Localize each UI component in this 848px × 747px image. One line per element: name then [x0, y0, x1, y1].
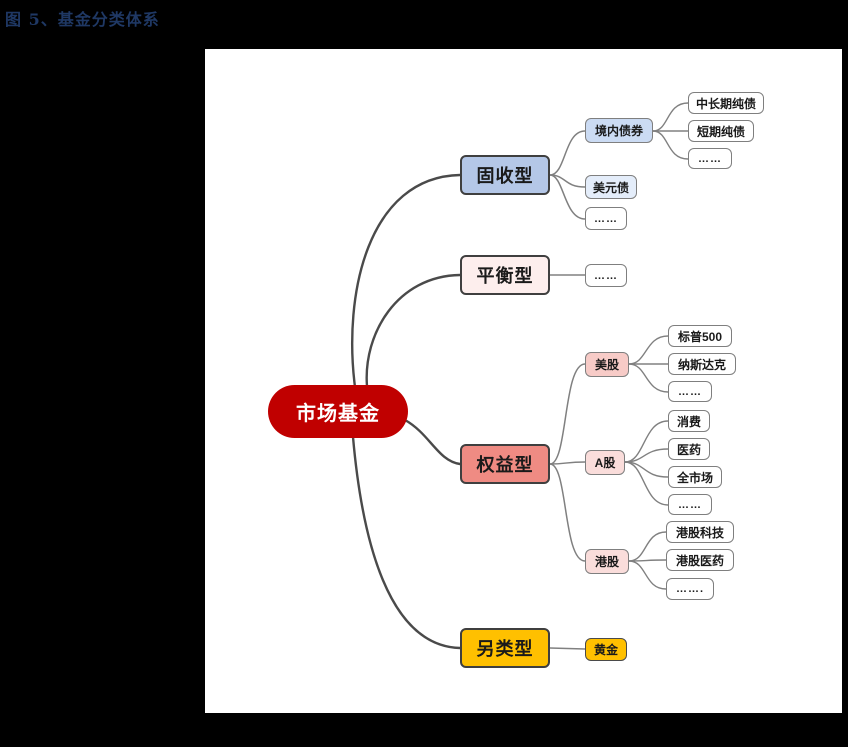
node-domestic-bond-more: …… — [688, 148, 732, 169]
diagram-panel: 市场基金 固收型 平衡型 权益型 另类型 境内债券 美元债 …… …… 美股 A… — [205, 49, 842, 713]
node-consumer: 消费 — [668, 410, 710, 432]
node-sp500: 标普500 — [668, 325, 732, 347]
node-mid-long-term-bond: 中长期纯债 — [688, 92, 764, 114]
node-usd-bond: 美元债 — [585, 175, 637, 199]
node-hk-tech: 港股科技 — [666, 521, 734, 543]
node-whole-market: 全市场 — [668, 466, 722, 488]
node-domestic-bond: 境内债券 — [585, 118, 653, 143]
node-fixed-income: 固收型 — [460, 155, 550, 195]
connector-lines — [351, 102, 689, 650]
node-market-fund: 市场基金 — [268, 385, 408, 438]
node-short-term-bond: 短期纯债 — [688, 120, 754, 142]
node-hk-stock: 港股 — [585, 549, 629, 574]
node-hk-stock-more: ……. — [666, 578, 714, 600]
node-pharma: 医药 — [668, 438, 710, 460]
figure-title: 图 5、基金分类体系 — [5, 10, 160, 29]
node-us-stock-more: …… — [668, 381, 712, 402]
node-balanced: 平衡型 — [460, 255, 550, 295]
node-us-stock: 美股 — [585, 352, 629, 377]
node-fixed-income-more: …… — [585, 207, 627, 230]
node-hk-pharma: 港股医药 — [666, 549, 734, 571]
node-a-share: A股 — [585, 450, 625, 475]
node-nasdaq: 纳斯达克 — [668, 353, 736, 375]
node-alternative: 另类型 — [460, 628, 550, 668]
node-a-share-more: …… — [668, 494, 712, 515]
node-balanced-more: …… — [585, 264, 627, 287]
node-gold: 黄金 — [585, 638, 627, 661]
node-equity: 权益型 — [460, 444, 550, 484]
